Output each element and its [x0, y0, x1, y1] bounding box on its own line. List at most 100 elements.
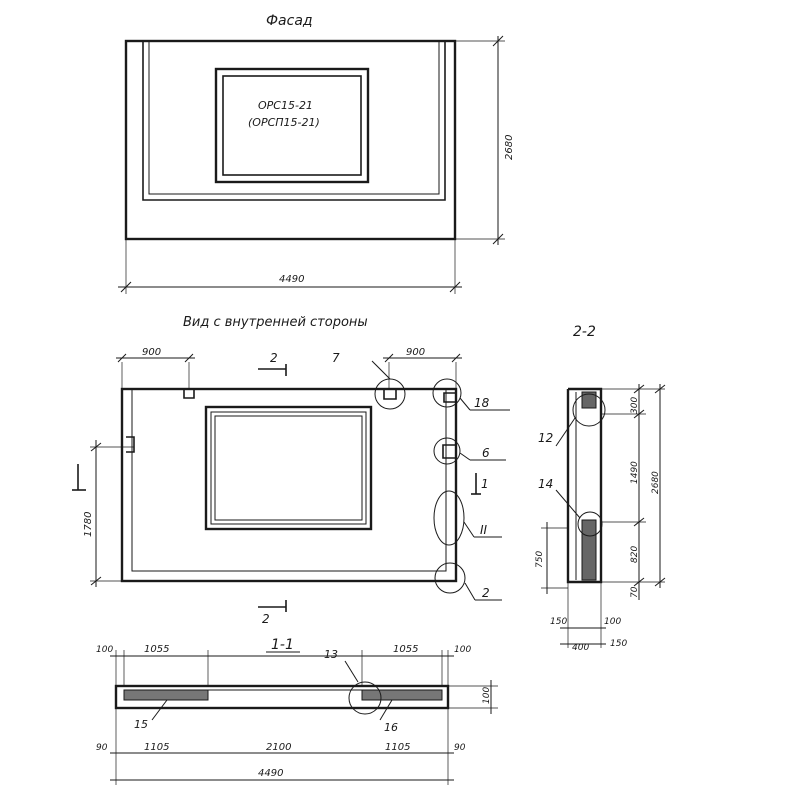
callout-label-15: 15: [134, 718, 148, 731]
dim-2-2-70: 70: [630, 586, 640, 598]
callout-ellipse-11: [433, 490, 465, 546]
section-1-1-outline: [114, 684, 450, 710]
inner-view-title: Вид с внутренней стороны: [183, 315, 368, 330]
section-2-2-title: 2-2: [573, 324, 596, 340]
callout-circle-6: [433, 437, 461, 465]
dim-1780-label: 1780: [83, 512, 94, 537]
inner-window-frame: [210, 411, 367, 525]
callout-leader-7: [371, 360, 391, 380]
dim-1-1-2100: 2100: [266, 742, 291, 753]
tick-2-2-d: [633, 577, 645, 587]
embedded-item-18: [443, 392, 456, 403]
callout-leader-15: [151, 699, 168, 721]
section-1-1-insulation-left: [123, 689, 209, 701]
section-2-2: 2-2 300 1490 2680 820 70 750 150: [535, 324, 666, 653]
tick-2-2-e: [654, 384, 666, 394]
callout-leader-13: [344, 660, 359, 683]
facade-width-tick-right: [449, 281, 461, 293]
tick-2-2-c: [633, 517, 645, 527]
facade-width-tick-left: [120, 281, 132, 293]
dim-1-1-1055r: 1055: [393, 644, 418, 655]
tick-2-2-a: [633, 384, 645, 394]
section-2-2-insulation-bottom: [581, 519, 597, 581]
callout-leader-6: [459, 452, 471, 461]
dim-1780-tick-top: [90, 442, 102, 452]
facade-height-tick-top: [492, 35, 504, 47]
embedded-item-left: [126, 436, 135, 453]
callout-label-2: 2: [482, 586, 490, 600]
dim-2-2-100: 100: [604, 617, 621, 627]
inner-window-glass: [214, 415, 363, 521]
callout-label-7: 7: [332, 351, 340, 365]
facade-mark-line2: (ОРСП15-21): [248, 116, 320, 129]
section-1-1-insulation-right: [361, 689, 443, 701]
dim-1-1-1105r: 1105: [385, 742, 410, 753]
section-1-1: 1-1 100 1055 1055 100 100 90 1105 2100 1…: [96, 637, 498, 785]
callout-label-6: 6: [482, 446, 490, 460]
dim-1-1-100l: 100: [96, 645, 113, 655]
callout-label-18: 18: [474, 396, 490, 410]
dim-1-1-overall: 4490: [258, 768, 283, 779]
inner-panel-rib: [131, 389, 447, 572]
facade-panel-outline: [124, 39, 457, 241]
dim-2-2-820: 820: [630, 546, 640, 563]
lifting-loop-right: [383, 389, 397, 400]
inner-panel-outline: [120, 387, 458, 583]
callout-label-12: 12: [538, 431, 553, 445]
callout-circle-18: [432, 378, 462, 408]
callout-circle-12: [572, 393, 606, 427]
callout-circle-14: [577, 511, 603, 537]
facade-height-label: 2680: [504, 135, 515, 160]
section-2-2-insulation-top: [581, 391, 597, 409]
callout-circle-7: [374, 378, 406, 410]
section-2-bottom-label: 2: [262, 612, 270, 626]
callout-label-16: 16: [384, 721, 398, 734]
callout-circle-13: [348, 681, 382, 715]
dim-1-1-100r: 100: [454, 645, 471, 655]
facade-window-inner: [222, 75, 362, 176]
facade-inner-border-2: [148, 41, 440, 195]
dim-1-1-1105l: 1105: [144, 742, 169, 753]
embedded-item-6: [442, 444, 456, 459]
dim-2-2-2680: 2680: [651, 471, 661, 494]
dim-2-2-150a: 150: [550, 617, 567, 627]
callout-leader-18: [459, 397, 471, 411]
dim-1-1-90r: 90: [454, 743, 466, 753]
facade-mark-line1: ОРС15-21: [258, 99, 313, 112]
tick-2-2-f: [654, 577, 666, 587]
callout-label-11: II: [480, 523, 488, 537]
callout-leader-16: [379, 699, 393, 721]
dim-900-left-label: 900: [142, 347, 161, 358]
facade-window: [214, 67, 370, 184]
dim-900-right-tick-b: [451, 353, 461, 363]
callout-leader-11: [463, 521, 475, 538]
dim-900-right-label: 900: [406, 347, 425, 358]
dim-1780-tick-bottom: [90, 576, 102, 586]
inner-window: [204, 405, 373, 531]
dim-900-left-tick-a: [117, 353, 127, 363]
dim-1-1-90l: 90: [96, 743, 108, 753]
dim-900-right-tick-a: [384, 353, 394, 363]
section-1-1-title: 1-1: [271, 637, 294, 653]
facade-height-tick-bottom: [492, 233, 504, 245]
callout-leader-12: [555, 417, 576, 447]
facade-view: Фасад ОРС15-21 (ОРСП15-21) 2680 4490: [118, 13, 515, 294]
facade-width-label: 4490: [279, 274, 304, 285]
callout-leader-14: [555, 489, 581, 519]
inner-view: Вид с внутренней стороны 900 900 2: [72, 315, 510, 626]
dim-2-2-300: 300: [630, 397, 640, 414]
dim-2-2-150b: 150: [610, 639, 627, 649]
dim-2-2-1490: 1490: [630, 461, 640, 484]
callout-label-14: 14: [538, 477, 553, 491]
lifting-loop-left: [183, 389, 195, 399]
facade-title: Фасад: [266, 13, 313, 29]
dim-1-1-height: 100: [482, 687, 492, 704]
dim-2-2-750: 750: [535, 551, 545, 568]
tick-2-2-b: [633, 409, 645, 419]
section-2-top-label: 2: [270, 351, 278, 365]
callout-label-13: 13: [324, 648, 338, 661]
callout-circle-2: [434, 562, 466, 594]
callout-leader-2: [464, 582, 476, 601]
